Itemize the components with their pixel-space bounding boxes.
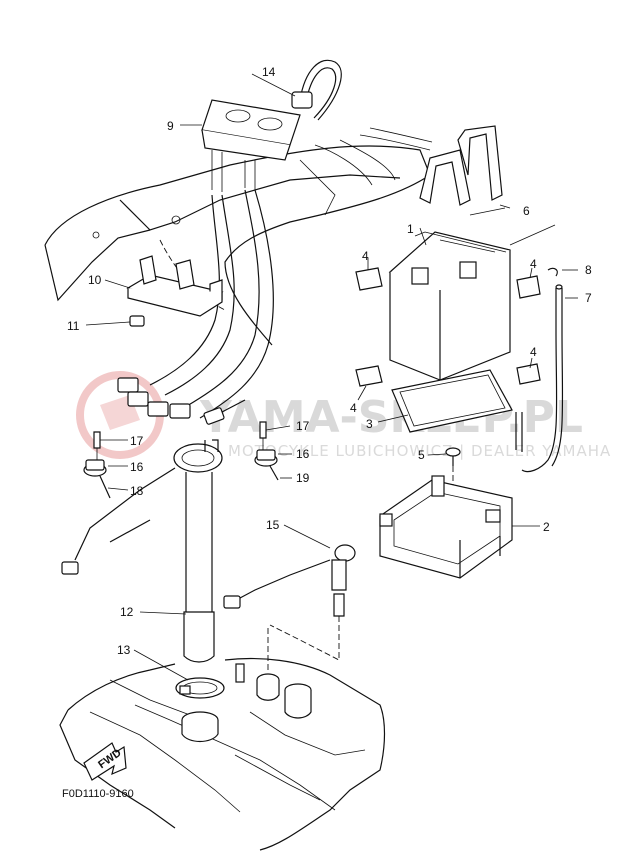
part-1-battery xyxy=(388,224,556,381)
watermark-main: YAMA-SKLEP.PL xyxy=(199,392,583,443)
hull-bottom xyxy=(59,657,386,851)
part-9-box xyxy=(180,99,301,192)
callout-4-d: 4 xyxy=(350,401,357,415)
part-7-tube xyxy=(515,267,578,473)
watermark-sub: MOTOCYKLE LUBICHOWICZ | DEALER YAMAHA xyxy=(228,442,611,460)
callout-5: 5 xyxy=(418,448,425,462)
callout-19: 19 xyxy=(296,471,310,485)
callouts: 1 2 3 4 4 4 4 5 6 7 8 9 10 11 12 13 14 1… xyxy=(67,65,592,657)
callout-16-a: 16 xyxy=(130,460,144,474)
callout-13: 13 xyxy=(117,643,131,657)
callout-11: 11 xyxy=(67,319,80,333)
callout-3: 3 xyxy=(366,417,373,431)
callout-4-b: 4 xyxy=(530,257,537,271)
callout-4-c: 4 xyxy=(530,345,537,359)
callout-8: 8 xyxy=(585,263,592,277)
callout-12: 12 xyxy=(120,605,134,619)
part-15-sensor xyxy=(223,524,356,661)
clamp-set-right xyxy=(254,421,292,481)
callout-7: 7 xyxy=(585,291,592,305)
tank-fittings xyxy=(235,628,312,719)
part-4-pads xyxy=(355,258,541,401)
callout-6: 6 xyxy=(523,204,530,218)
part-13-band xyxy=(133,649,225,743)
part-10-bracket xyxy=(104,255,224,317)
cable-loop-14 xyxy=(251,59,342,121)
callout-14: 14 xyxy=(262,65,276,79)
wire-harness xyxy=(117,189,274,425)
callout-9: 9 xyxy=(167,119,174,133)
callout-2: 2 xyxy=(543,520,550,534)
callout-1: 1 xyxy=(407,222,414,236)
diagram-code: F0D1110-9160 xyxy=(62,788,134,800)
part-2-battery-box xyxy=(379,475,540,579)
part-6-straps xyxy=(419,125,511,216)
callout-16-b: 16 xyxy=(296,447,310,461)
callout-4-a: 4 xyxy=(362,249,369,263)
callout-15: 15 xyxy=(266,518,280,532)
watermark: YAMA-SKLEP.PL MOTOCYKLE LUBICHOWICZ | DE… xyxy=(76,371,611,460)
callout-18: 18 xyxy=(130,484,144,498)
fwd-arrow-icon: FWD xyxy=(83,742,127,781)
part-12-fuel-sender xyxy=(61,439,223,663)
part-11-clip xyxy=(85,315,145,327)
part-3-mat xyxy=(377,369,513,433)
callout-17-b: 17 xyxy=(296,419,310,433)
callout-10: 10 xyxy=(88,273,102,287)
clamp-set-left xyxy=(83,431,129,499)
hull-outline xyxy=(44,127,433,346)
callout-17-a: 17 xyxy=(130,434,144,448)
